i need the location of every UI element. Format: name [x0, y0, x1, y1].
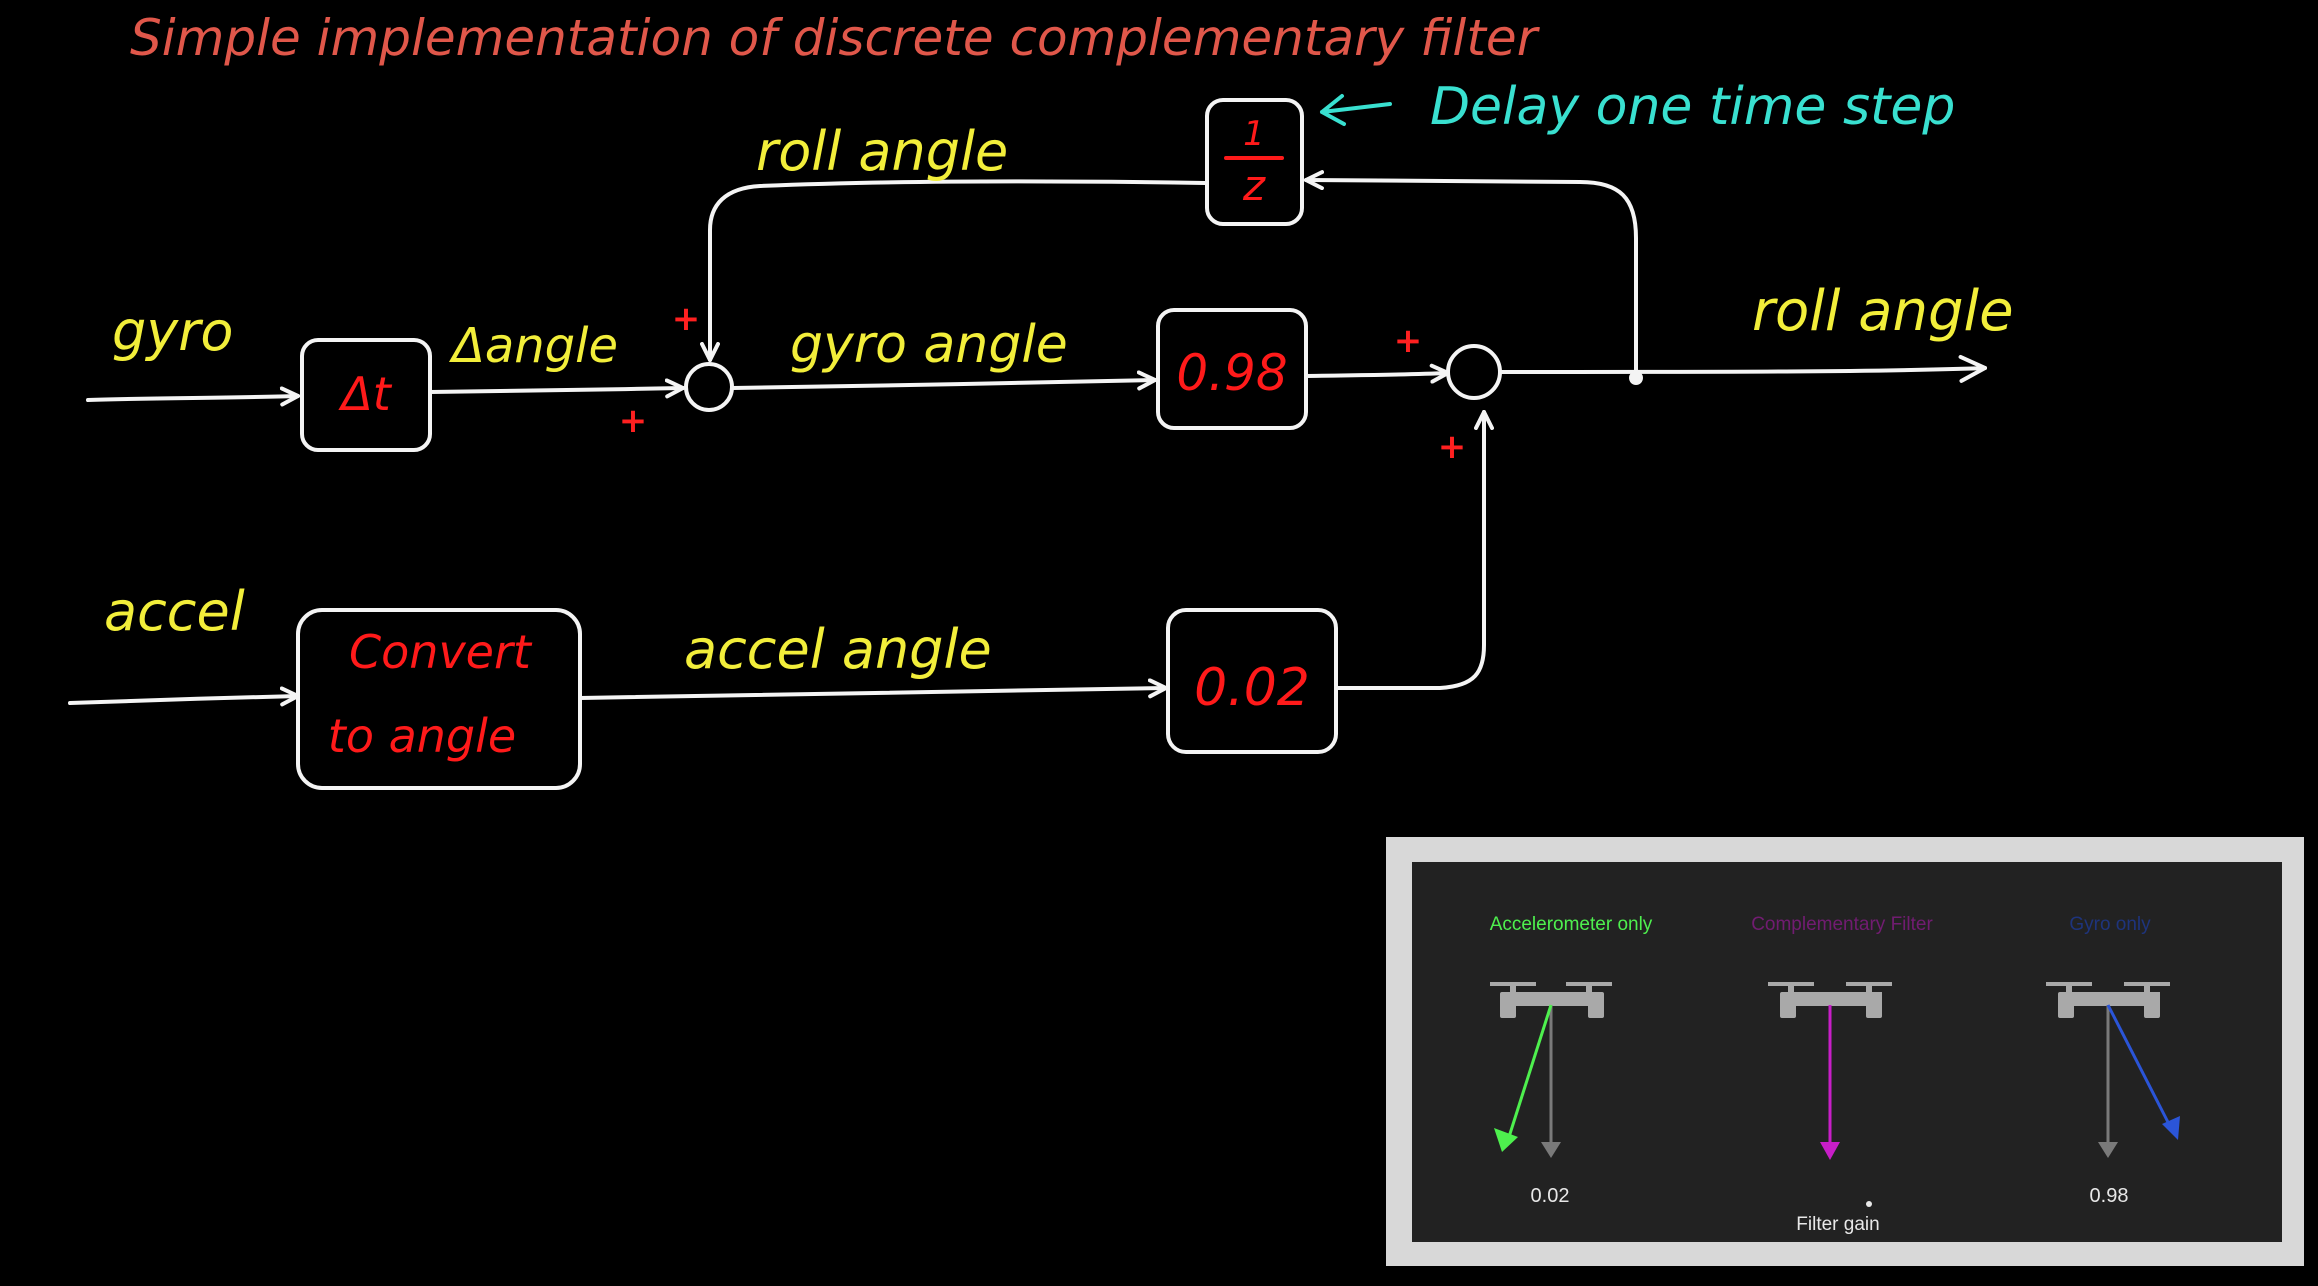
delay-block: 1 z	[1205, 98, 1304, 226]
accel-input-wire	[68, 686, 300, 707]
delta-angle-wire	[428, 378, 685, 399]
delay-annotation-arrow	[1320, 94, 1392, 126]
feedback-wire-up	[1304, 170, 1638, 380]
gyro-gain-block: 0.98	[1156, 308, 1308, 430]
inset-background	[1412, 862, 2282, 1242]
gyro-vector	[2106, 1004, 2174, 1131]
output-wire	[1498, 354, 1987, 383]
plus-sign-feedback: +	[672, 299, 701, 339]
dt-block: Δt	[300, 338, 432, 452]
gain-min-label: 0.02	[1531, 1185, 1570, 1207]
sum-junction-2	[1446, 344, 1502, 400]
drone-icon-accelerometer	[1490, 982, 1612, 1018]
drone-icon-complementary	[1768, 982, 1892, 1018]
plus-sign-gyro-gain: +	[1394, 321, 1423, 361]
inset-label-accelerometer-only: Accelerometer only	[1490, 914, 1653, 935]
drone-icon-gyro	[2046, 982, 2170, 1018]
gyro-vector-arrowhead	[2162, 1116, 2180, 1140]
accel-angle-wire	[578, 678, 1168, 700]
inset-label-gyro-only: Gyro only	[2069, 914, 2151, 935]
delay-annotation-text: Delay one time step	[1430, 77, 1955, 137]
gain-slider-dot	[1866, 1201, 1872, 1207]
delay-numerator: 1	[1243, 114, 1265, 154]
gain-to-sum-wire	[1300, 363, 1450, 384]
feedback-roll-angle-label: roll angle	[756, 120, 1008, 183]
diagram-title: Simple implementation of discrete comple…	[130, 9, 1541, 67]
inset-animation-panel: Accelerometer only Complementary Filter …	[1386, 837, 2304, 1266]
gyro-input-wire	[86, 386, 300, 407]
accel-vector-arrowhead	[1494, 1128, 1518, 1152]
inset-label-complementary-filter: Complementary Filter	[1751, 914, 1933, 935]
plus-sign-accel-gain: +	[1438, 427, 1467, 467]
delay-denominator: z	[1242, 161, 1266, 210]
gravity-arrowhead-1	[1541, 1142, 1561, 1158]
gravity-arrowhead-3	[2098, 1142, 2118, 1158]
gyro-gain-label: 0.98	[1176, 344, 1287, 402]
signal-wires	[68, 170, 1987, 707]
convert-label-line1: Convert	[349, 625, 533, 679]
complementary-vector-arrowhead	[1820, 1142, 1840, 1160]
gyro-angle-wire	[731, 370, 1157, 391]
accel-input-label: accel	[104, 580, 245, 643]
convert-to-angle-block: Convert to angle	[296, 608, 582, 790]
plus-sign-delta-angle: +	[619, 401, 648, 441]
gain-max-label: 0.98	[2090, 1185, 2129, 1207]
accel-vector	[1506, 1004, 1553, 1141]
gyro-angle-label: gyro angle	[790, 315, 1068, 375]
accel-gain-block: 0.02	[1166, 608, 1338, 754]
branch-junction	[1629, 371, 1643, 385]
filter-gain-label: Filter gain	[1796, 1214, 1879, 1235]
accel-angle-label: accel angle	[684, 618, 992, 681]
accel-gain-label: 0.02	[1194, 658, 1310, 718]
accel-gain-to-sum-wire	[1334, 410, 1494, 690]
convert-label-line2: to angle	[328, 709, 516, 763]
dt-block-label: Δt	[338, 367, 392, 421]
delta-angle-label: Δangle	[448, 318, 618, 374]
feedback-wire-down	[700, 179, 1207, 362]
gyro-input-label: gyro	[112, 300, 233, 363]
sum-junction-1	[684, 362, 734, 412]
output-roll-angle-label: roll angle	[1752, 279, 2014, 344]
